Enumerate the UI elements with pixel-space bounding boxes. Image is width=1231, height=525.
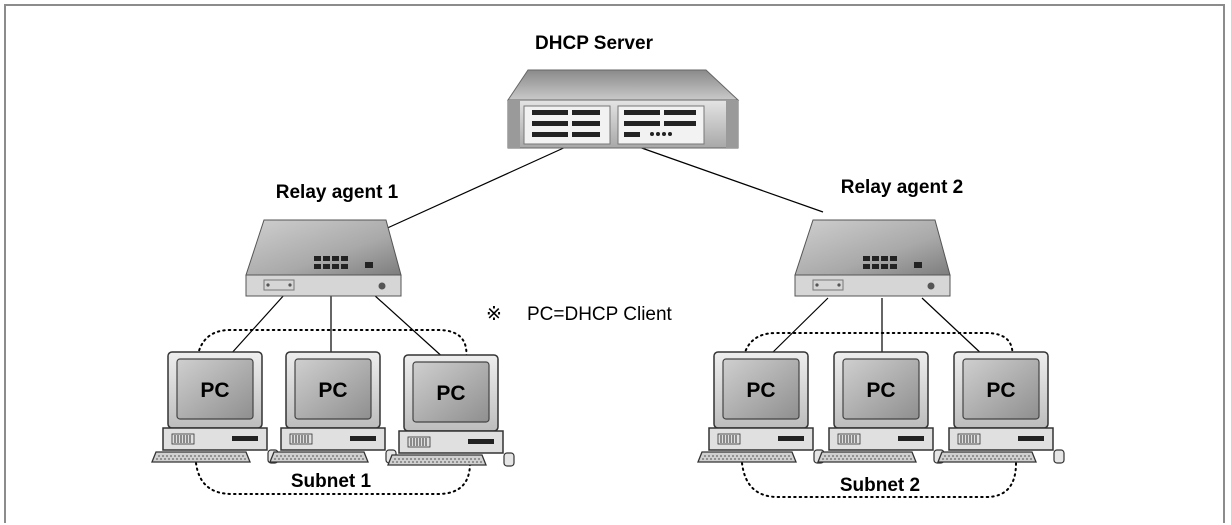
connection-lines [229,145,986,361]
relay-agent-1-label: Relay agent 1 [276,182,399,203]
subnet-2-label: Subnet 2 [840,475,920,496]
pc-label: PC [986,379,1015,402]
pc-label: PC [746,379,775,402]
diagram-frame [4,4,1225,523]
relay-agent-1-icon [245,219,402,297]
subnet-2-pc-2: PC [817,351,945,464]
subnet-2-pc-1: PC [697,351,825,464]
subnet-1-pc-3: PC [387,354,515,467]
subnet-1-pc-1: PC [151,351,279,464]
relay-agent-2-icon [794,219,951,297]
subnet-2-pc-3: PC [937,351,1065,464]
pc-label: PC [436,382,465,405]
subnet-1-boundary [195,329,471,495]
dhcp-server-label: DHCP Server [535,33,654,54]
dhcp-server-icon [507,69,740,149]
subnet-1-pc-2: PC [269,351,397,464]
pc-label: PC [866,379,895,402]
note-text: PC=DHCP Client [527,304,673,325]
pc-label: PC [200,379,229,402]
note-symbol: ※ [486,304,502,325]
relay-agent-2-label: Relay agent 2 [841,177,964,198]
pc-label: PC [318,379,347,402]
subnet-2-boundary [741,332,1017,498]
subnet-1-label: Subnet 1 [291,471,372,492]
